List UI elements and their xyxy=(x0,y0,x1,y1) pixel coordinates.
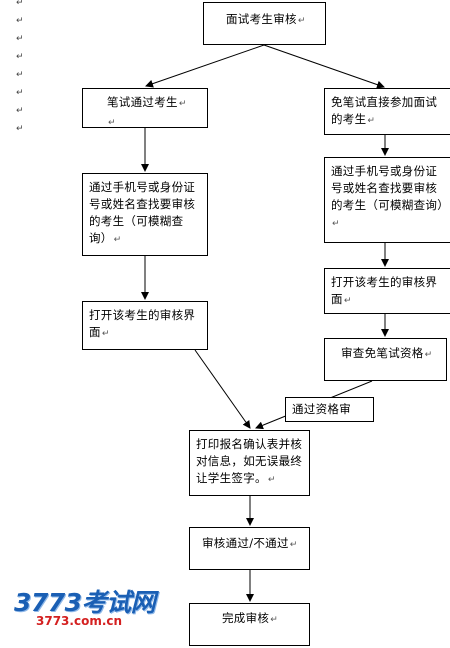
site-logo: 3773考试网 3773.com.cn xyxy=(14,583,174,633)
node-finish: 完成审核↵ xyxy=(189,603,310,646)
node-print-form: 打印报名确认表并核对信息，如无误最终让学生签字。↵ xyxy=(189,430,310,496)
paragraph-mark: ↵ xyxy=(16,88,24,98)
paragraph-mark: ↵ xyxy=(16,0,24,8)
node-check-exempt: 审查免笔试资格↵ xyxy=(324,338,447,381)
arrow-start-to-written xyxy=(145,44,265,88)
node-open-left: 打开该考生的审核界面↵ xyxy=(82,301,208,350)
node-result: 审核通过/不通过↵ xyxy=(189,527,310,570)
paragraph-mark: ↵ xyxy=(16,52,24,62)
paragraph-mark: ↵ xyxy=(16,16,24,26)
node-open-right: 打开该考生的审核界面↵ xyxy=(324,268,450,314)
paragraph-mark: ↵ xyxy=(16,106,24,116)
paragraph-mark: ↵ xyxy=(16,124,24,134)
node-qualified: 通过资格审 xyxy=(285,397,374,422)
paragraph-mark: ↵ xyxy=(16,70,24,80)
logo-url: 3773.com.cn xyxy=(36,614,123,628)
arrow-open-left-to-print xyxy=(194,349,251,429)
arrow-start-to-exempt xyxy=(263,44,385,89)
node-written-pass: 笔试通过考生↵ ↵ xyxy=(82,88,208,128)
node-search-right: 通过手机号或身份证号或姓名查找要审核的考生（可模糊查询）↵ xyxy=(324,157,450,243)
node-start: 面试考生审核↵ xyxy=(203,2,326,45)
node-search-left: 通过手机号或身份证号或姓名查找要审核的考生（可模糊查询）↵ xyxy=(82,173,208,256)
paragraph-mark: ↵ xyxy=(16,34,24,44)
logo-text: 3773考试网 xyxy=(14,588,156,617)
node-exempt: 免笔试直接参加面试的考生↵ xyxy=(324,88,450,135)
